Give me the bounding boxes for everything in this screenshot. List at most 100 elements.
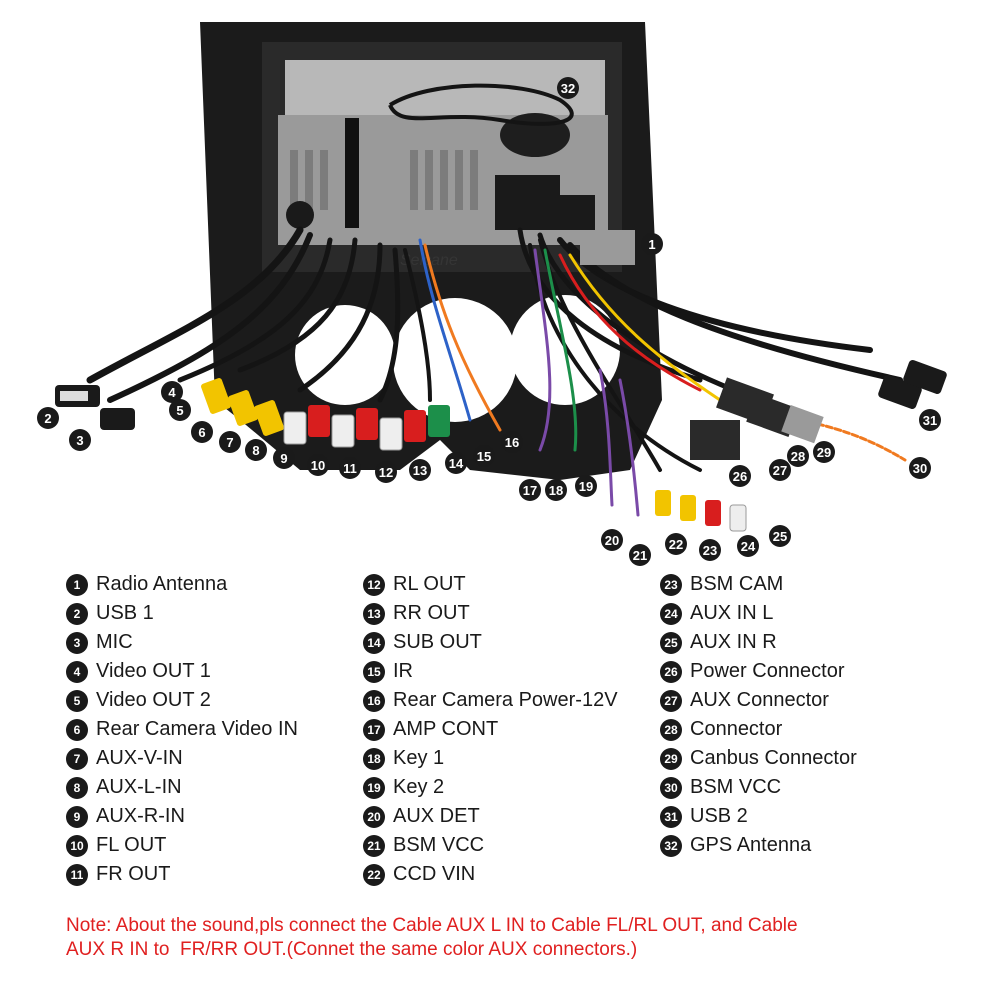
legend-item: 16 Rear Camera Power-12V [363, 686, 618, 715]
svg-text:29: 29 [817, 445, 831, 460]
callout-14: 14 [445, 452, 467, 474]
svg-text:5: 5 [176, 403, 183, 418]
legend-badge: 13 [363, 602, 385, 625]
wiring-photo: Seicane [37, 22, 947, 566]
callout-7: 7 [219, 431, 241, 453]
legend-badge: 16 [363, 689, 385, 712]
legend-badge: 5 [66, 689, 88, 712]
callout-18: 18 [545, 479, 567, 501]
svg-text:30: 30 [913, 461, 927, 476]
legend-label: AUX-L-IN [96, 776, 182, 798]
svg-text:1: 1 [648, 237, 655, 252]
svg-text:14: 14 [449, 456, 464, 471]
legend-label: Rear Camera Power-12V [393, 689, 618, 711]
callout-30: 30 [909, 457, 931, 479]
legend-badge: 4 [66, 660, 88, 683]
legend-label: RL OUT [393, 573, 466, 595]
callout-31: 31 [919, 409, 941, 431]
callout-13: 13 [409, 459, 431, 481]
svg-text:12: 12 [379, 465, 393, 480]
legend-badge: 22 [363, 863, 385, 886]
legend-badge: 20 [363, 805, 385, 828]
callout-17: 17 [519, 479, 541, 501]
legend-badge: 23 [660, 573, 682, 596]
svg-text:6: 6 [198, 425, 205, 440]
legend-item: 27 AUX Connector [660, 686, 857, 715]
callout-12: 12 [375, 461, 397, 483]
legend-item: 31 USB 2 [660, 802, 857, 831]
legend-badge: 29 [660, 747, 682, 770]
legend-badge: 25 [660, 631, 682, 654]
legend-label: USB 2 [690, 805, 748, 827]
svg-text:25: 25 [773, 529, 787, 544]
callout-4: 4 [161, 381, 183, 403]
legend-badge: 31 [660, 805, 682, 828]
callout-19: 19 [575, 475, 597, 497]
legend-badge: 27 [660, 689, 682, 712]
legend-label: Key 1 [393, 747, 445, 769]
legend-label: AMP CONT [393, 718, 499, 740]
callout-24: 24 [737, 535, 759, 557]
legend-label: Video OUT 1 [96, 660, 211, 682]
rca-lower [655, 490, 747, 532]
legend-badge: 15 [363, 660, 385, 683]
legend-label: Canbus Connector [690, 747, 857, 769]
legend-badge: 24 [660, 602, 682, 625]
svg-text:21: 21 [633, 548, 647, 563]
svg-text:31: 31 [923, 413, 937, 428]
legend-badge: 10 [66, 834, 88, 857]
svg-text:26: 26 [733, 469, 747, 484]
svg-text:19: 19 [579, 479, 593, 494]
callout-16: 16 [501, 431, 523, 453]
legend-label: Connector [690, 718, 783, 740]
rca-connectors [201, 378, 747, 532]
rca-white [283, 411, 403, 451]
legend-label: USB 1 [96, 602, 154, 624]
svg-text:23: 23 [703, 543, 717, 558]
legend-label: SUB OUT [393, 631, 482, 653]
legend-label: BSM CAM [690, 573, 784, 595]
legend-badge: 7 [66, 747, 88, 770]
callout-1: 1 [641, 233, 663, 255]
svg-text:9: 9 [280, 451, 287, 466]
svg-text:8: 8 [252, 443, 259, 458]
svg-text:16: 16 [505, 435, 519, 450]
legend-label: Radio Antenna [96, 573, 228, 595]
legend-badge: 28 [660, 718, 682, 741]
legend-label: CCD VIN [393, 863, 476, 885]
legend-item: 25 AUX IN R [660, 628, 857, 657]
legend-item: 2 USB 1 [66, 599, 298, 628]
legend-badge: 18 [363, 747, 385, 770]
rca-green [428, 405, 450, 437]
legend-label: AUX Connector [690, 689, 829, 711]
legend-badge: 11 [66, 863, 88, 886]
legend-label: Key 2 [393, 776, 445, 798]
legend-badge: 2 [66, 602, 88, 625]
svg-text:10: 10 [311, 458, 325, 473]
callout-6: 6 [191, 421, 213, 443]
cable-bundle [86, 226, 903, 472]
legend-badge: 14 [363, 631, 385, 654]
legend-label: FL OUT [96, 834, 167, 856]
legend-label: AUX IN R [690, 631, 777, 653]
svg-text:24: 24 [741, 539, 756, 554]
legend-label: Power Connector [690, 660, 845, 682]
callouts: 32 1 2 3 4 5 6 7 8 9 10 11 12 13 14 15 1… [37, 77, 941, 566]
svg-text:20: 20 [605, 533, 619, 548]
legend-badge: 32 [660, 834, 682, 857]
legend-badge: 8 [66, 776, 88, 799]
legend-item: 22 CCD VIN [363, 860, 618, 889]
svg-text:22: 22 [669, 537, 683, 552]
svg-text:13: 13 [413, 463, 427, 478]
sound-connection-note: Note: About the sound,pls connect the Ca… [66, 914, 966, 962]
